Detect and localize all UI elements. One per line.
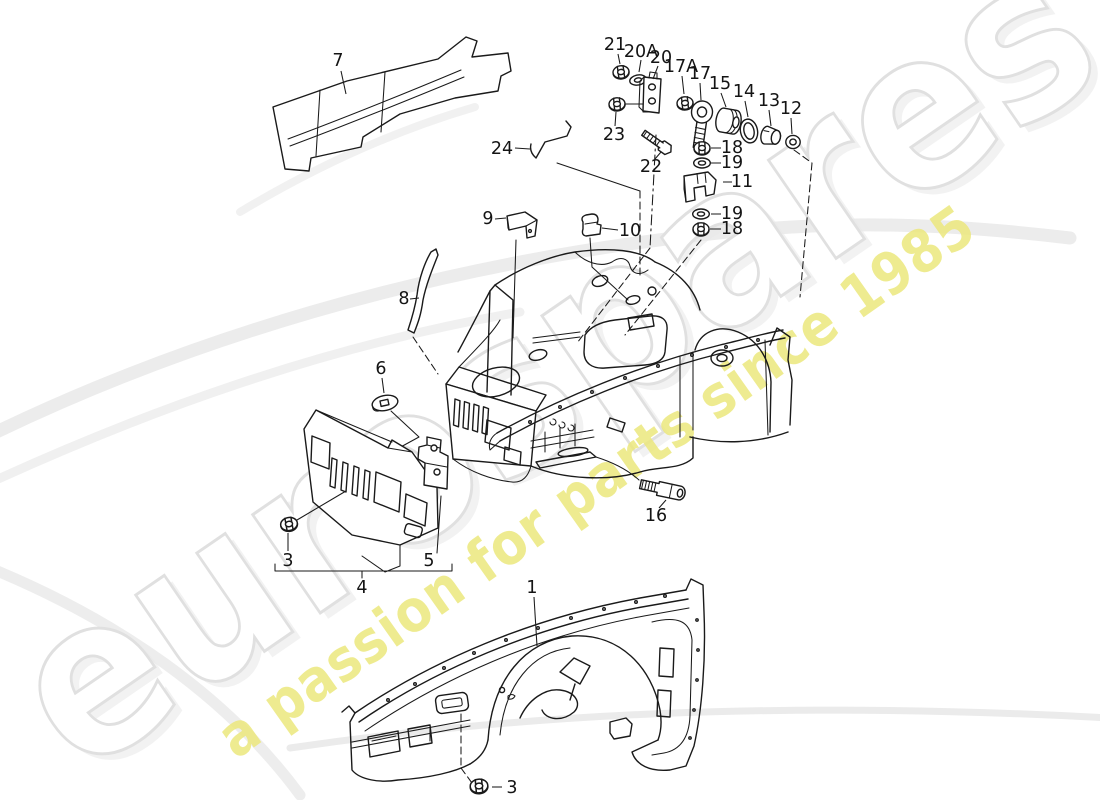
part-9-bracket [506, 211, 538, 339]
part-21-nut [611, 64, 631, 81]
part-label-24: 24 [491, 139, 513, 159]
part-label-17: 17 [689, 64, 711, 84]
part-14-seal-ring [739, 118, 759, 144]
part-label-20a: 20A [624, 42, 658, 62]
part-17-rod-end [690, 100, 714, 150]
part-12-grommet [785, 134, 801, 150]
part-15-bushing [715, 107, 742, 135]
part-label-3-left: 3 [282, 551, 293, 571]
part-label-19-lower: 19 [721, 204, 743, 224]
part-label-14: 14 [733, 82, 755, 102]
part-6-clip [371, 394, 420, 450]
part-label-13: 13 [758, 91, 780, 111]
part-label-20: 20 [650, 48, 672, 68]
part-label-16: 16 [645, 506, 667, 526]
part-3-nut-bottom [468, 777, 490, 796]
part-label-7: 7 [332, 51, 343, 71]
part-11-clamp-bracket [683, 171, 717, 203]
part-label-22: 22 [640, 157, 662, 177]
part-19-washer-lower [692, 208, 710, 220]
part-5-bracket [417, 436, 449, 554]
part-label-15: 15 [709, 74, 731, 94]
part-label-17a: 17A [664, 57, 698, 77]
part-19-washer-upper [693, 157, 711, 169]
part-labels: 7 21 20A 20 17A 17 15 14 13 12 23 22 18 … [282, 35, 802, 798]
part-23-nut [607, 96, 627, 113]
part-label-3-bottom: 3 [506, 778, 517, 798]
part-label-8: 8 [398, 289, 409, 309]
part-10-clip [581, 213, 629, 301]
part-1-wheel-housing [341, 578, 706, 784]
part-18-nut-upper [693, 141, 711, 156]
part-17a-nut [675, 95, 695, 112]
part-7-cover-panel [272, 36, 512, 172]
part-label-5: 5 [423, 551, 434, 571]
part-label-18-lower: 18 [721, 219, 743, 239]
part-label-21: 21 [604, 35, 626, 55]
part-label-6: 6 [375, 359, 386, 379]
dimension-bracket-4 [274, 563, 453, 579]
part-label-12: 12 [780, 99, 802, 119]
assembly-leader-lines [576, 134, 813, 344]
part-8-seal-strip [407, 248, 439, 375]
part-label-1: 1 [526, 578, 537, 598]
body-shell-front-section [445, 248, 793, 483]
part-18-nut-lower [692, 222, 710, 237]
part-22-bolt [641, 129, 672, 156]
part-16-stud-bolt [638, 479, 686, 501]
part-label-19-upper: 19 [721, 153, 743, 173]
part-label-23: 23 [603, 125, 625, 145]
part-label-11: 11 [731, 172, 753, 192]
part-label-18-upper: 18 [721, 138, 743, 158]
part-label-9: 9 [482, 209, 493, 229]
leader-23-20 [624, 103, 652, 113]
part-label-4: 4 [356, 578, 367, 598]
part-label-10: 10 [619, 221, 641, 241]
part-13-sleeve [760, 125, 782, 145]
part-20-bracket [638, 71, 662, 114]
